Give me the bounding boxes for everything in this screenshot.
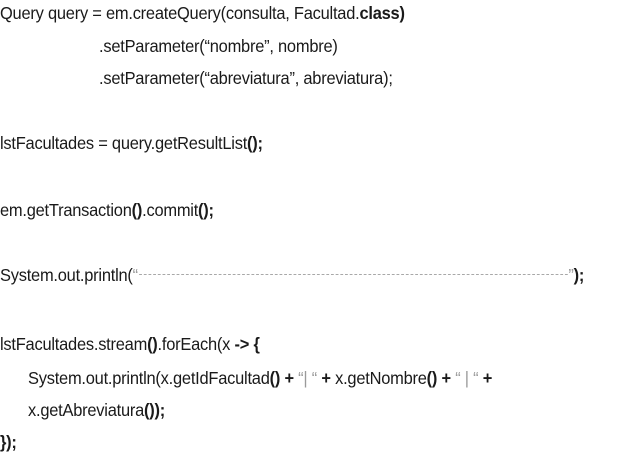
code-line-10: });	[0, 432, 17, 452]
pipe-literal-2: “ | “	[450, 368, 483, 388]
code-line-4: lstFacultades = query.getResultList();	[0, 131, 263, 155]
code-line-4-text: lstFacultades = query.getResultList	[0, 133, 248, 153]
code-line-6-text: System.out.println(	[0, 265, 133, 285]
code-line-1-close: )	[399, 3, 405, 23]
code-line-2: .setParameter(“nombre”, nombre)	[99, 36, 338, 56]
code-line-9: x.getAbreviatura());	[28, 398, 165, 422]
code-line-6-end: );	[573, 265, 585, 285]
code-line-7: lstFacultades.stream().forEach(x -> {	[0, 332, 260, 356]
code-line-5: em.getTransaction().commit();	[0, 198, 214, 222]
code-line-6: System.out.println(“ ”);	[0, 263, 584, 287]
code-line-5-parens-1: ()	[131, 200, 143, 220]
code-line-3: .setParameter(“abreviatura”, abreviatura…	[99, 68, 393, 88]
code-line-8-method: x.getNombre	[330, 368, 427, 388]
lambda-arrow: -> {	[234, 334, 260, 354]
code-line-5-method: .commit	[142, 200, 199, 220]
class-keyword: class	[359, 3, 400, 23]
pipe-literal-1: “| “	[293, 368, 322, 388]
dashed-separator-string	[138, 273, 568, 275]
close-quote: ”	[568, 265, 574, 285]
code-line-9-end: ());	[144, 400, 166, 420]
code-line-8-op-3: () +	[426, 368, 451, 388]
code-line-8-op-4: +	[482, 368, 493, 388]
code-line-8-op-1: () +	[269, 368, 294, 388]
code-line-7-parens: ()	[147, 334, 158, 354]
code-line-1-text: Query query = em.createQuery(consulta, F…	[0, 3, 360, 23]
code-line-8: System.out.println(x.getIdFacultad() + “…	[28, 366, 492, 390]
code-line-5-text: em.getTransaction	[0, 200, 132, 220]
code-line-8-op-2: +	[321, 368, 331, 388]
code-line-7-text: lstFacultades.stream	[0, 334, 148, 354]
code-line-5-parens-2: ();	[198, 200, 214, 220]
code-line-7-method: .forEach(x	[157, 334, 235, 354]
code-line-4-parens: ();	[247, 133, 263, 153]
code-line-8-text: System.out.println(x.getIdFacultad	[28, 368, 270, 388]
code-line-9-text: x.getAbreviatura	[28, 400, 145, 420]
code-line-1: Query query = em.createQuery(consulta, F…	[0, 1, 405, 25]
open-quote: “	[132, 265, 138, 285]
